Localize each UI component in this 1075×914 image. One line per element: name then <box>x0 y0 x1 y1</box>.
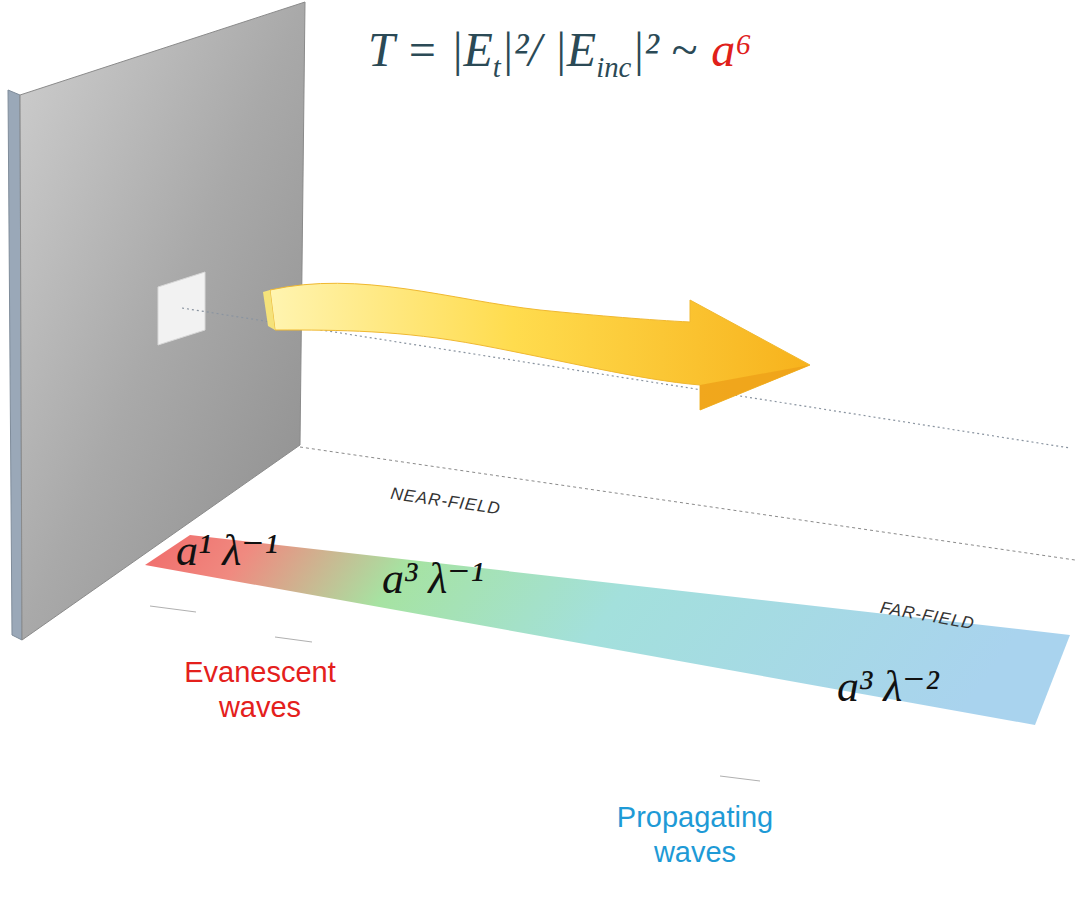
transmission-formula: T = |Et|²/ |Einc|² ~ a⁶ <box>368 22 752 84</box>
scaling-exponent: a⁶ <box>711 23 752 76</box>
region-mark <box>275 637 312 642</box>
scaling-law: a³ λ⁻² <box>837 660 939 712</box>
propagating-label: Propagating waves <box>585 800 805 870</box>
field-region-band: NEAR-FIELDa¹ λ⁻¹a³ λ⁻¹FAR-FIELDa³ λ⁻² <box>140 468 1075 730</box>
scaling-law: a¹ λ⁻¹ <box>176 524 278 576</box>
formula-part: |²/ |E <box>501 23 596 76</box>
near-far-field-band <box>145 535 1070 725</box>
region-label: NEAR-FIELD <box>389 484 502 519</box>
evanescent-label: Evanescent waves <box>160 655 360 725</box>
region-mark <box>150 606 196 612</box>
subscript: t <box>493 51 501 83</box>
formula-part: T = |E <box>368 23 493 76</box>
floor-edge <box>300 447 1075 560</box>
subscript: inc <box>596 51 631 83</box>
transmitted-beam-arrow <box>270 283 810 410</box>
formula-part: |² ~ <box>631 23 697 76</box>
arrow-tail-facet <box>263 290 275 330</box>
region-mark <box>720 776 760 781</box>
scaling-law: a³ λ⁻¹ <box>382 552 484 604</box>
arrow-head-facet <box>700 365 810 410</box>
aperture <box>158 272 205 345</box>
